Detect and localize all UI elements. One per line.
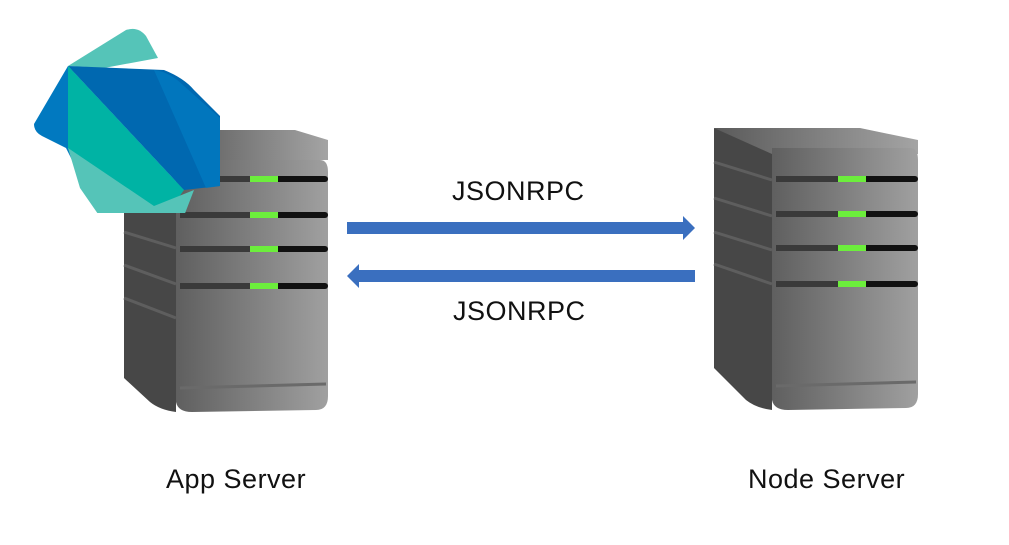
status-led [250,176,278,182]
status-led [250,212,278,218]
arrow-right-icon [347,216,695,240]
status-led [250,283,278,289]
drive-bay-slots [776,176,918,287]
dart-logo-icon [34,28,220,213]
status-led [838,176,866,182]
node-server-icon [713,128,918,410]
node-server-label: Node Server [748,464,906,494]
status-led [838,245,866,251]
arrow-left-icon [347,264,695,288]
status-led [838,211,866,217]
status-led [838,281,866,287]
response-edge-label: JSONRPC [453,296,586,326]
request-edge-label: JSONRPC [452,176,585,206]
drive-bay-slots [180,176,328,289]
status-led [250,246,278,252]
app-server-label: App Server [166,464,307,494]
